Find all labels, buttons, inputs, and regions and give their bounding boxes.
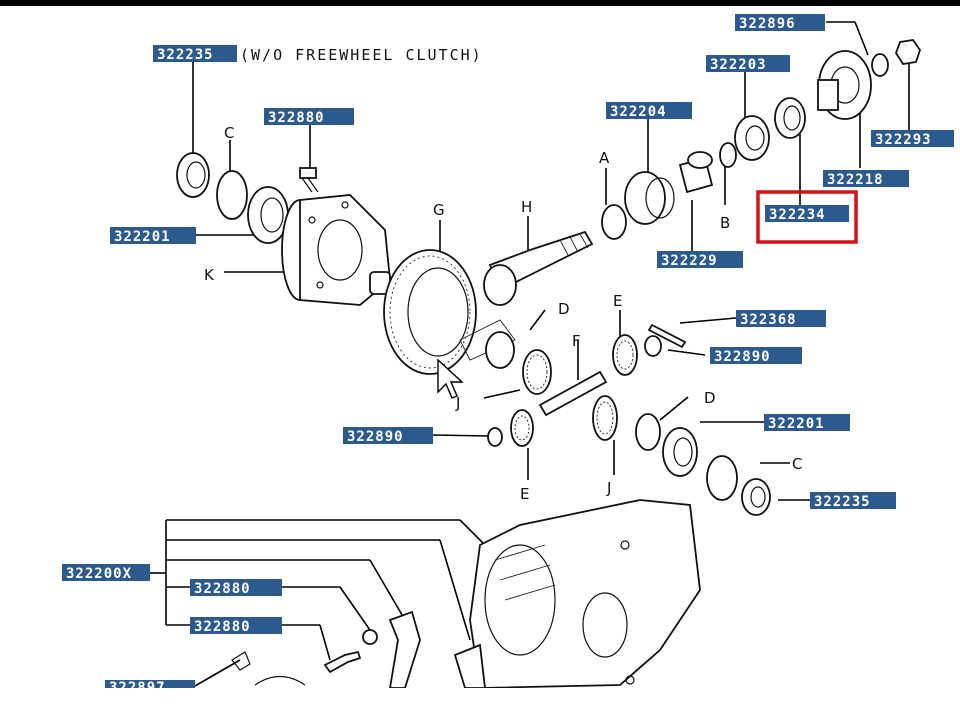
letter-d-upper: D (558, 300, 570, 318)
svg-text:322880: 322880 (194, 581, 251, 597)
svg-text:322234: 322234 (769, 207, 826, 223)
diagram-caption: (W/O FREEWHEEL CLUTCH) (240, 46, 483, 64)
thrust-washer-d-lower (635, 413, 661, 451)
ring-gear (383, 249, 477, 375)
letter-f: F (572, 332, 581, 350)
letter-a: A (599, 149, 610, 167)
letter-d-lower: D (704, 389, 716, 407)
svg-text:322235: 322235 (157, 47, 214, 63)
svg-text:322890: 322890 (714, 349, 771, 365)
part-label-322235-top[interactable]: 322235 (153, 45, 237, 63)
part-label-322293[interactable]: 322293 (871, 130, 954, 148)
letter-g: G (433, 201, 445, 219)
svg-text:322880: 322880 (194, 619, 251, 635)
letter-j-left: J (455, 394, 460, 412)
svg-text:322218: 322218 (827, 172, 884, 188)
gear-carrier-housing (469, 499, 701, 689)
bolt-top (299, 167, 319, 193)
thrust-washer-322890-lower (487, 427, 503, 447)
bearing-322203 (734, 115, 770, 161)
oil-seal-right (741, 478, 771, 516)
letter-e-upper: E (613, 292, 622, 310)
part-drawings (176, 39, 921, 689)
bearing-right (662, 427, 698, 477)
lock-pin (647, 323, 687, 349)
svg-text:322201: 322201 (114, 229, 171, 245)
thrust-washer-d-upper (485, 331, 515, 369)
part-label-322880-top[interactable]: 322880 (264, 108, 354, 126)
part-label-322201-right[interactable]: 322201 (764, 414, 850, 432)
side-gear-j-upper (522, 349, 552, 395)
thrust-washer-322890-upper (644, 335, 662, 357)
selection-highlight-box (756, 190, 858, 244)
pinion-gear-e-lower (510, 409, 534, 447)
bearing-322204 (624, 171, 675, 225)
mouse-cursor-icon (437, 358, 464, 399)
pinion-gear-e-upper (612, 334, 638, 376)
part-label-322200x[interactable]: 322200X (62, 564, 150, 582)
part-label-322880-mid[interactable]: 322880 (190, 579, 282, 597)
svg-text:322204: 322204 (610, 104, 667, 120)
letter-c-right: C (792, 455, 802, 473)
oil-seal-322234 (774, 97, 806, 139)
part-label-322235-right[interactable]: 322235 (810, 492, 896, 510)
snap-ring-c-left (216, 170, 248, 220)
part-label-322229[interactable]: 322229 (657, 251, 743, 269)
part-label-322890-left[interactable]: 322890 (343, 427, 433, 445)
part-label-322234[interactable]: 322234 (765, 205, 849, 223)
part-label-322880-low[interactable]: 322880 (190, 617, 282, 635)
letter-j-lower: J (606, 479, 611, 497)
washer-b (719, 142, 737, 168)
svg-text:322203: 322203 (710, 57, 767, 73)
collapsible-spacer (678, 151, 714, 194)
svg-text:322890: 322890 (347, 429, 404, 445)
part-label-322368[interactable]: 322368 (736, 310, 826, 328)
part-label-322204[interactable]: 322204 (606, 102, 692, 120)
letter-k: K (204, 266, 215, 284)
washer-322896 (871, 53, 889, 77)
drive-pinion (459, 230, 594, 361)
breather-parts (231, 610, 487, 689)
letter-h: H (521, 198, 532, 216)
window-top-edge (0, 0, 960, 6)
svg-text:322880: 322880 (268, 110, 325, 126)
svg-text:322235: 322235 (814, 494, 871, 510)
part-label-322890-right[interactable]: 322890 (710, 347, 802, 365)
letter-e-lower: E (520, 485, 529, 503)
part-label-322201-left[interactable]: 322201 (110, 227, 196, 245)
letter-c-top: C (224, 124, 234, 142)
companion-flange (817, 50, 872, 120)
bearing-left (247, 186, 289, 244)
nut-322293 (895, 39, 921, 65)
part-label-322218[interactable]: 322218 (823, 170, 909, 188)
side-gear-j-lower (592, 395, 618, 441)
letter-b: B (720, 214, 730, 232)
viewer-bottom-edge (0, 688, 960, 724)
svg-text:322368: 322368 (740, 312, 797, 328)
differential-case (281, 194, 391, 306)
svg-text:322200X: 322200X (66, 566, 132, 582)
svg-text:322201: 322201 (768, 416, 825, 432)
washer-a (601, 204, 627, 240)
svg-text:322293: 322293 (875, 132, 932, 148)
pinion-shaft (538, 370, 608, 417)
part-label-322896[interactable]: 322896 (735, 14, 825, 32)
svg-text:322896: 322896 (739, 16, 796, 32)
oil-seal-left (176, 152, 210, 198)
part-label-322203[interactable]: 322203 (706, 55, 790, 73)
svg-text:322229: 322229 (661, 253, 718, 269)
snap-ring-c-right (706, 455, 738, 501)
